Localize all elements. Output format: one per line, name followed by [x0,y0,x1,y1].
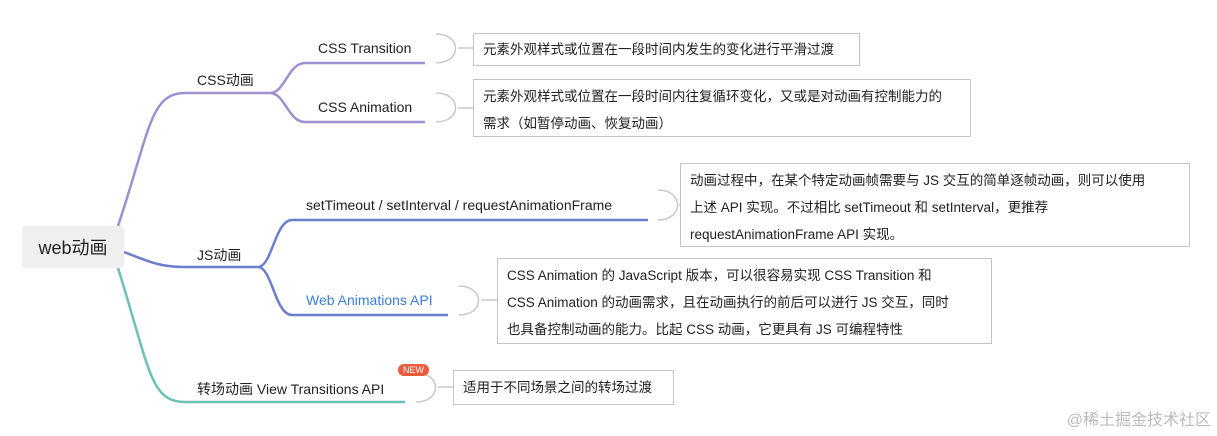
node-css-transition[interactable]: CSS Transition [318,40,412,56]
note-timers: 动画过程中，在某个特定动画帧需要与 JS 交互的简单逐帧动画，则可以使用 上述 … [680,163,1190,247]
new-badge: NEW [398,364,429,376]
note-css-transition: 元素外观样式或位置在一段时间内发生的变化进行平滑过渡 [473,33,860,66]
node-waapi-link[interactable]: Web Animations API [306,292,433,308]
branch-view-transitions[interactable]: 转场动画 View Transitions API [197,381,385,397]
root-label: web动画 [38,238,108,258]
note-text: CSS Animation 的动画需求，且在动画执行的前后可以进行 JS 交互，… [507,295,949,310]
note-text: 需求（如暂停动画、恢复动画） [483,116,672,131]
node-timers[interactable]: setTimeout / setInterval / requestAnimat… [306,197,613,213]
note-text: 元素外观样式或位置在一段时间内往复循环变化，又或是对动画有控制能力的 [483,89,942,104]
root-node[interactable]: web动画 [22,226,124,268]
note-text: 也具备控制动画的能力。比起 CSS 动画，它更具有 JS 可编程特性 [507,322,904,337]
note-view-transitions: 适用于不同场景之间的转场过渡 [453,370,674,405]
node-css-animation[interactable]: CSS Animation [318,99,413,115]
watermark: @稀土掘金技术社区 [1066,412,1211,429]
branch-css[interactable]: CSS动画 [197,72,254,88]
note-text: 元素外观样式或位置在一段时间内发生的变化进行平滑过渡 [483,42,834,57]
branch-js[interactable]: JS动画 [197,247,242,263]
note-text: requestAnimationFrame API 实现。 [690,227,904,242]
note-waapi: CSS Animation 的 JavaScript 版本，可以很容易实现 CS… [497,258,992,344]
note-text: 上述 API 实现。不过相比 setTimeout 和 setInterval，… [690,200,1049,215]
note-text: 动画过程中，在某个特定动画帧需要与 JS 交互的简单逐帧动画，则可以使用 [690,173,1146,188]
note-text: 适用于不同场景之间的转场过渡 [463,380,652,395]
note-text: CSS Animation 的 JavaScript 版本，可以很容易实现 CS… [507,268,932,283]
note-css-animation: 元素外观样式或位置在一段时间内往复循环变化，又或是对动画有控制能力的 需求（如暂… [473,79,971,137]
